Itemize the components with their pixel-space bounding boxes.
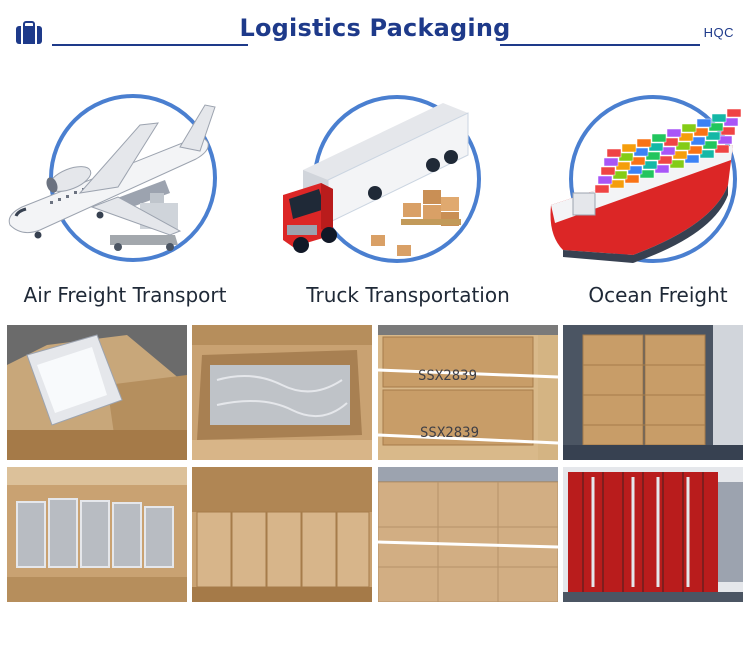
page-header: Logistics Packaging HQC bbox=[0, 0, 750, 60]
truck-icon bbox=[283, 95, 481, 263]
brand-label: HQC bbox=[703, 25, 734, 40]
transport-label: Air Freight Transport bbox=[23, 283, 227, 307]
ocean-freight-card: Ocean Freight bbox=[533, 85, 750, 315]
wrapped-unit-in-carton-photo bbox=[192, 325, 372, 460]
shipping-container-photo bbox=[563, 467, 743, 602]
cargo-ship-icon bbox=[550, 95, 742, 263]
units-in-carton-photo bbox=[7, 467, 187, 602]
truck-card: Truck Transportation bbox=[283, 85, 533, 315]
loaded-container-photo bbox=[563, 325, 743, 460]
transport-label: Truck Transportation bbox=[306, 283, 510, 307]
airplane-icon bbox=[8, 94, 217, 262]
header-rule-left bbox=[52, 44, 248, 46]
box-label: SSX2839 bbox=[420, 425, 479, 441]
wrapped-pallet-photo bbox=[378, 467, 558, 602]
header-rule-right bbox=[500, 44, 700, 46]
transport-label: Ocean Freight bbox=[588, 283, 728, 307]
briefcase-icon bbox=[16, 21, 42, 44]
page-title: Logistics Packaging bbox=[239, 14, 511, 42]
air-freight-card: Air Freight Transport bbox=[0, 85, 250, 315]
carton-stack-on-pallet-photo: SSX2839 SSX2839 bbox=[378, 325, 558, 460]
product-in-foam-box-photo bbox=[7, 325, 187, 460]
box-label: SSX2839 bbox=[418, 368, 477, 384]
carton-row-photo bbox=[192, 467, 372, 602]
